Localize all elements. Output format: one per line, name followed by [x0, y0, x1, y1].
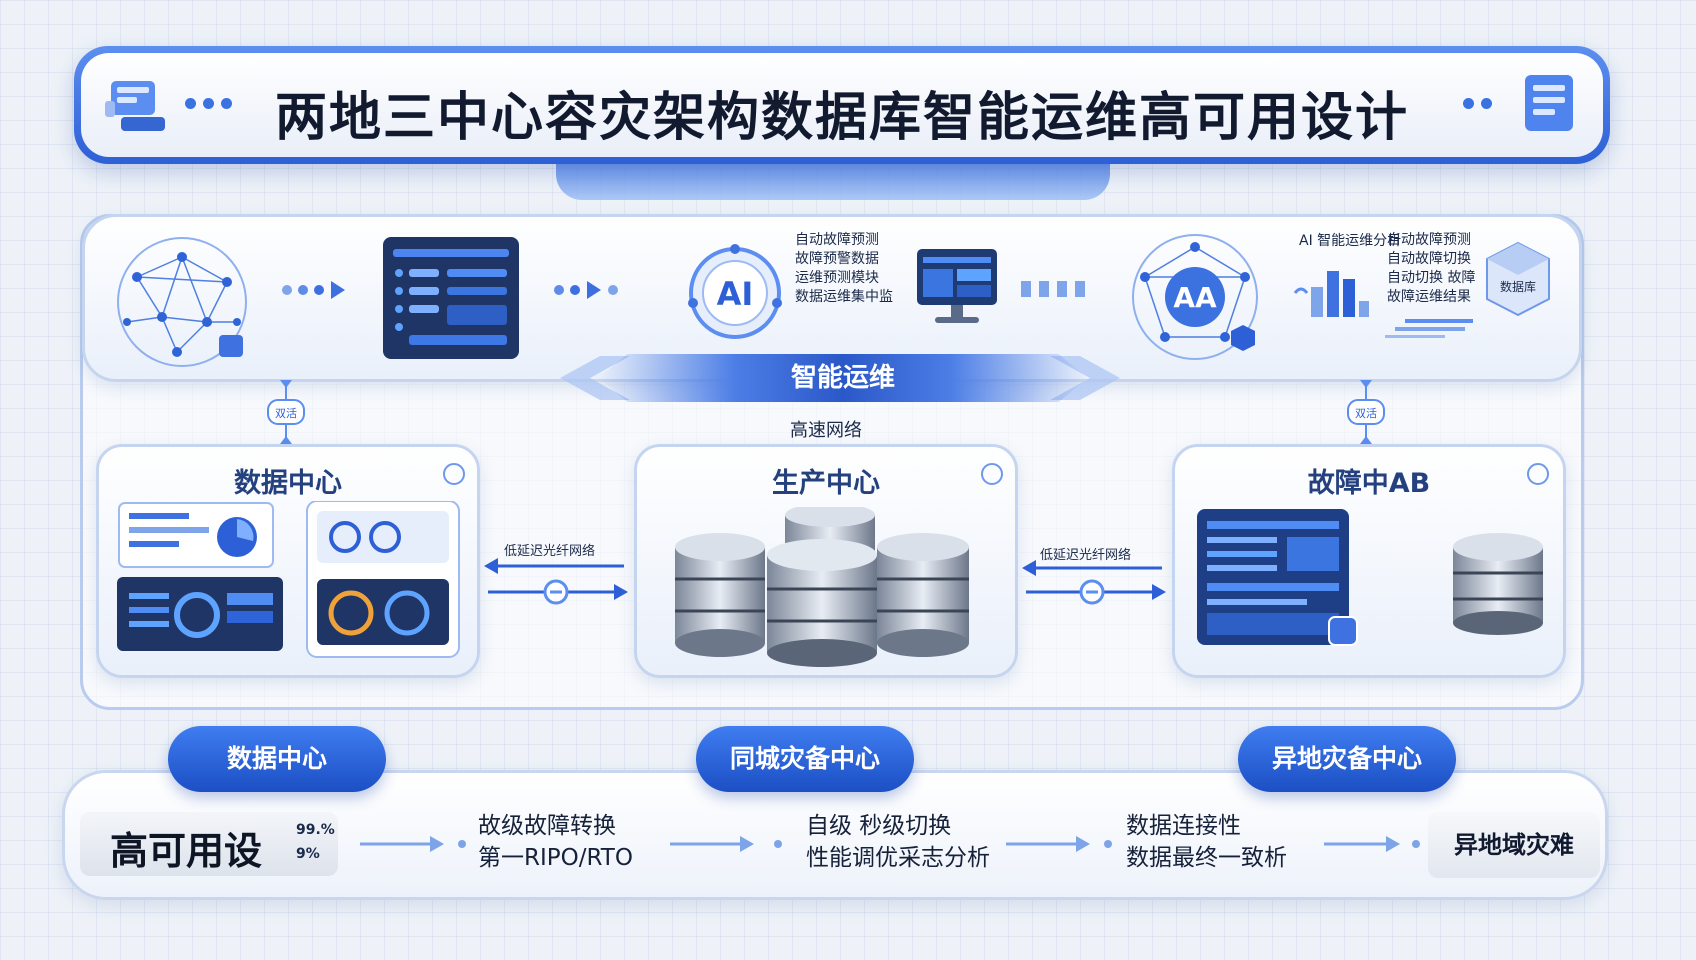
- network-label: 高速网络: [790, 420, 862, 441]
- ops-banner: 智能运维: [598, 354, 1088, 402]
- ha-sup-2: 9%: [296, 846, 320, 862]
- bullet-dot: [1104, 840, 1112, 848]
- ha-sup-1: 99.%: [296, 822, 335, 838]
- step-1-line: 故级故障转换: [478, 813, 616, 839]
- monitor-icon: [917, 249, 997, 323]
- ai-feature-line: 故障预警数据: [795, 251, 879, 267]
- ai-feature-line: 数据运维集中监: [795, 289, 893, 305]
- ops-top-panel: AI 自动故障预测 故障预警数据 运维预测模块 数据运维集中监 AA: [82, 214, 1582, 382]
- flow-arrow-icon: [282, 281, 345, 299]
- pill-same-city-dr: 同城灾备中心: [696, 726, 914, 792]
- step-3-line: 数据连接性: [1126, 813, 1241, 839]
- ops-label: 智能运维: [790, 363, 895, 393]
- step-3-line: 数据最终一致析: [1126, 845, 1287, 871]
- ai-feature-list: 自动故障预测 故障预警数据 运维预测模块 数据运维集中监: [795, 231, 893, 307]
- ai-right-feature-line: 自动故障预测: [1387, 232, 1471, 248]
- flow-arrow-2: [670, 836, 754, 852]
- database-cube-icon: 数据库: [1486, 241, 1550, 317]
- flow-arrow-3: [1006, 836, 1090, 852]
- ai-right-title: AI 智能运维分析: [1299, 233, 1402, 249]
- server-icon: [105, 81, 165, 131]
- left-dots-decoration: [185, 98, 232, 109]
- bullet-dot: [458, 840, 466, 848]
- step-1: 故级故障转换 第一RIPO/RTO: [478, 810, 633, 874]
- monitoring-dashboards-icon: [117, 501, 460, 658]
- ai-feature-line: 运维预测模块: [795, 270, 879, 286]
- svg-text:双活: 双活: [1355, 407, 1377, 420]
- title-tab-decoration: [556, 160, 1110, 200]
- left-bidirectional-link: [484, 558, 628, 605]
- dashboard-screen-icon: [383, 237, 519, 359]
- svg-text:AA: AA: [1173, 281, 1217, 314]
- network-globe-icon: [117, 237, 247, 367]
- flow-arrow-icon-2: [554, 281, 618, 299]
- ai-feature-line: 自动故障预测: [795, 232, 879, 248]
- right-link-label: 低延迟光纤网络: [1040, 548, 1132, 563]
- bullet-dot: [774, 840, 782, 848]
- right-dots-decoration: [1463, 98, 1492, 109]
- right-center-title: 故障中AB: [1307, 468, 1431, 499]
- ai-right-feature-line: 自动故障切换: [1387, 251, 1471, 267]
- right-center-card: 故障中AB: [1172, 444, 1566, 678]
- step-2-line: 自级 秒级切换: [806, 813, 952, 839]
- page-title: 两地三中心容灾架构数据库智能运维高可用设计: [274, 88, 1409, 148]
- database-cluster-icon: [675, 507, 969, 667]
- flow-arrow-4: [1324, 836, 1400, 852]
- svg-text:双活: 双活: [275, 407, 297, 420]
- ai-emblem-icon: AI: [688, 244, 782, 339]
- middle-center-card: 生产中心: [634, 444, 1018, 678]
- sync-icon: [1527, 463, 1549, 485]
- step-2-line: 性能调优采志分析: [806, 845, 990, 871]
- title-banner: 两地三中心容灾架构数据库智能运维高可用设计: [74, 46, 1610, 164]
- ha-label: 高可用设: [110, 829, 263, 873]
- middle-center-title: 生产中心: [772, 468, 880, 499]
- bar-chart-icon: [1293, 271, 1369, 317]
- flow-arrow-1: [360, 836, 444, 852]
- right-connector-icon: 双活: [1347, 380, 1385, 444]
- ops-banner-wings: [560, 356, 1120, 400]
- svg-text:AI: AI: [717, 275, 754, 313]
- right-bidirectional-link: [1022, 560, 1166, 605]
- sync-icon: [443, 463, 465, 485]
- step-3: 数据连接性 数据最终一致析: [1126, 810, 1287, 874]
- step-1-line: 第一RIPO/RTO: [478, 845, 633, 871]
- svg-text:数据库: 数据库: [1500, 279, 1536, 294]
- speed-lines-decoration: [1385, 319, 1473, 338]
- signal-bars-decoration: [1021, 281, 1085, 297]
- step-2: 自级 秒级切换 性能调优采志分析: [806, 810, 990, 874]
- ai-right-feature-list: 自动故障预测 自动故障切换 自动切换 故障 故障运维结果: [1387, 231, 1475, 307]
- pill-remote-dr: 异地灾备中心: [1238, 726, 1456, 792]
- left-center-title: 数据中心: [234, 468, 342, 499]
- pill-data-center: 数据中心: [168, 726, 386, 792]
- ai-network-globe-icon: AA: [1132, 234, 1258, 360]
- step-4-box: 异地域灾难: [1428, 812, 1600, 878]
- left-center-card: 数据中心: [96, 444, 480, 678]
- bullet-dot: [1412, 840, 1420, 848]
- left-link-label: 低延迟光纤网络: [504, 544, 596, 559]
- ai-right-feature-line: 自动切换 故障: [1387, 270, 1476, 286]
- document-icon: [1525, 75, 1573, 131]
- left-connector-icon: 双活: [267, 380, 305, 444]
- ai-right-feature-line: 故障运维结果: [1387, 289, 1471, 305]
- sync-icon: [981, 463, 1003, 485]
- failover-dashboard-icon: [1197, 509, 1543, 646]
- high-availability-box: 高可用设 99.% 9%: [80, 812, 338, 876]
